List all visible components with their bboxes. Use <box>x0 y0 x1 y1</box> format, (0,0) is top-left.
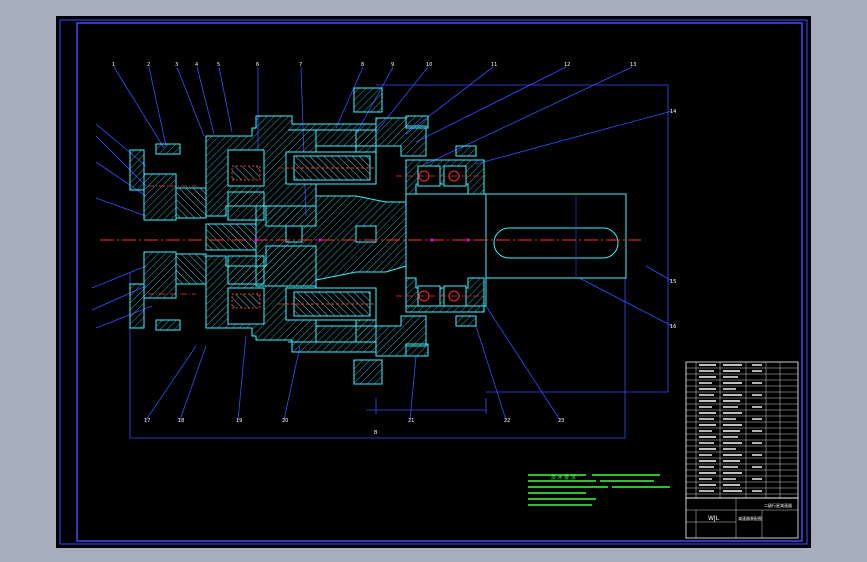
svg-text:2: 2 <box>147 62 150 68</box>
technical-notes: 技 术 要 求 <box>528 474 670 506</box>
svg-text:10: 10 <box>426 62 432 68</box>
center-marks <box>254 238 470 242</box>
svg-text:1: 1 <box>112 62 115 68</box>
dimension-lines <box>129 84 669 439</box>
svg-text:16: 16 <box>670 324 676 330</box>
notes-lines <box>528 474 670 506</box>
svg-text:14: 14 <box>670 109 676 115</box>
svg-text:8: 8 <box>361 62 364 68</box>
svg-text:12: 12 <box>564 62 570 68</box>
svg-text:21: 21 <box>408 418 414 424</box>
title-block-main: WJL <box>708 515 720 522</box>
svg-text:5: 5 <box>217 62 220 68</box>
parts-list <box>685 361 799 499</box>
svg-text:18: 18 <box>178 418 184 424</box>
inner-frame <box>76 22 803 542</box>
svg-text:7: 7 <box>299 62 302 68</box>
svg-text:23: 23 <box>558 418 564 424</box>
parts-list-text-marks <box>699 364 762 492</box>
svg-text:19: 19 <box>236 418 242 424</box>
svg-text:9: 9 <box>391 62 394 68</box>
notes-title: 技 术 要 求 <box>551 474 576 481</box>
bolt-centerlines <box>148 167 486 305</box>
title-block-sub: 减速器装配图 <box>738 515 762 521</box>
svg-text:4: 4 <box>195 62 198 68</box>
title-block: WJL 二级行星减速器 减速器装配图 <box>685 497 799 539</box>
svg-text:20: 20 <box>282 418 288 424</box>
svg-text:3: 3 <box>175 62 178 68</box>
svg-text:11: 11 <box>491 62 497 68</box>
svg-text:15: 15 <box>670 279 676 285</box>
title-block-label: 二级行星减速器 <box>764 502 792 508</box>
svg-text:22: 22 <box>504 418 510 424</box>
section-mark: B <box>374 430 378 436</box>
svg-text:17: 17 <box>144 418 150 424</box>
gearbox-section-lower <box>129 245 485 385</box>
gearbox-section-upper <box>129 87 485 227</box>
outer-frame <box>59 19 808 545</box>
svg-text:6: 6 <box>256 62 259 68</box>
svg-text:13: 13 <box>630 62 636 68</box>
